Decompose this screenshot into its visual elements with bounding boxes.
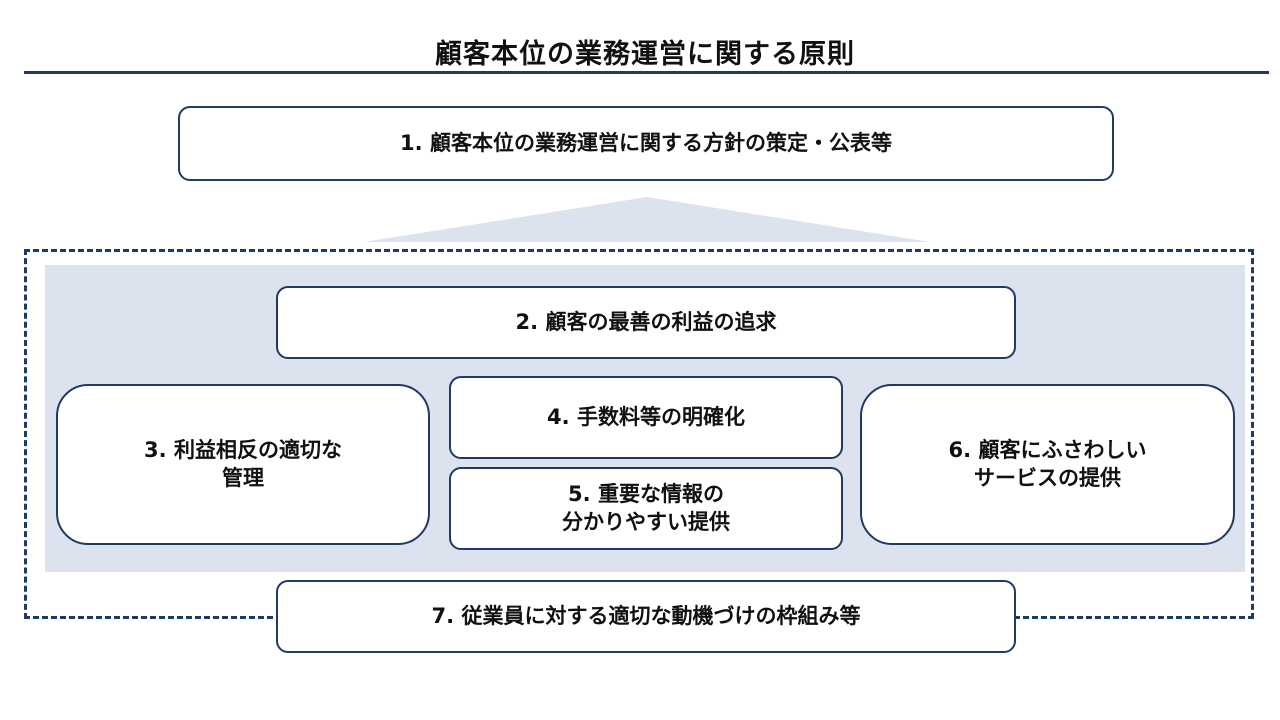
principle-3-box: 3. 利益相反の適切な 管理 bbox=[56, 384, 430, 545]
principle-6-label: 6. 顧客にふさわしい サービスの提供 bbox=[948, 438, 1147, 490]
principle-1-label: 1. 顧客本位の業務運営に関する方針の策定・公表等 bbox=[400, 130, 892, 155]
principle-4-box: 4. 手数料等の明確化 bbox=[449, 376, 843, 459]
page-title: 顧客本位の業務運営に関する原則 bbox=[435, 39, 855, 70]
principle-7-label: 7. 従業員に対する適切な動機づけの枠組み等 bbox=[431, 603, 861, 628]
principle-7-box: 7. 従業員に対する適切な動機づけの枠組み等 bbox=[276, 580, 1016, 653]
principle-3-label: 3. 利益相反の適切な 管理 bbox=[144, 438, 342, 490]
principle-1-box: 1. 顧客本位の業務運営に関する方針の策定・公表等 bbox=[178, 106, 1114, 181]
title-underline bbox=[24, 71, 1269, 74]
connector-triangle bbox=[364, 197, 930, 242]
principle-2-box: 2. 顧客の最善の利益の追求 bbox=[276, 286, 1016, 359]
principle-5-box: 5. 重要な情報の 分かりやすい提供 bbox=[449, 467, 843, 550]
principle-2-label: 2. 顧客の最善の利益の追求 bbox=[515, 309, 777, 334]
principle-4-label: 4. 手数料等の明確化 bbox=[547, 404, 745, 429]
principle-5-label: 5. 重要な情報の 分かりやすい提供 bbox=[562, 482, 730, 534]
principle-6-box: 6. 顧客にふさわしい サービスの提供 bbox=[860, 384, 1235, 545]
